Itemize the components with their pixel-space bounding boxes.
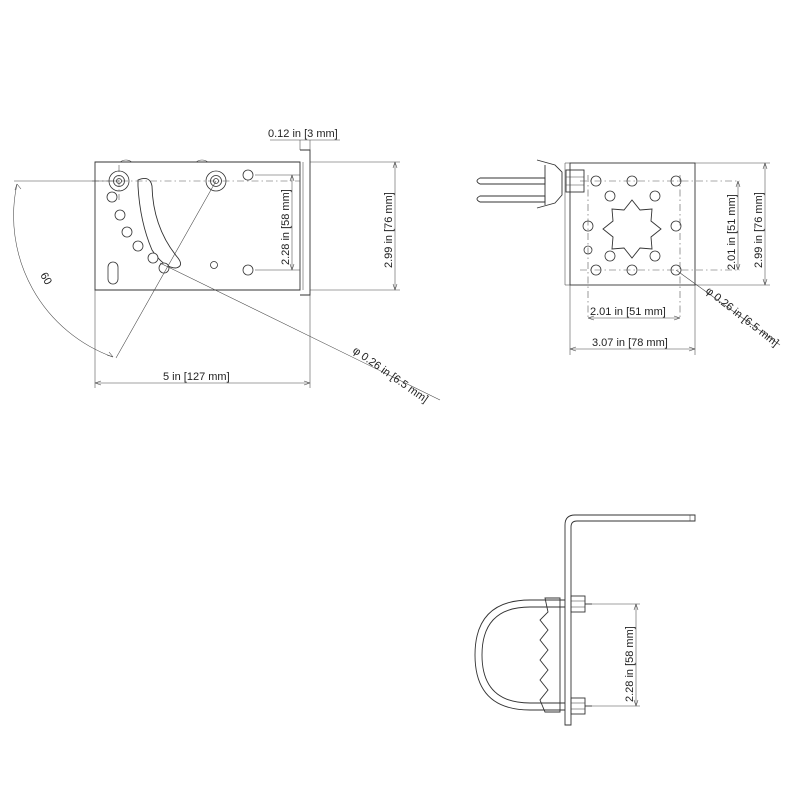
clamp-view: 2.28 in [58 mm] bbox=[474, 514, 696, 726]
bolt-bottom bbox=[570, 697, 592, 715]
dim-height: 2.99 in [76 mm] bbox=[383, 192, 395, 268]
side-plate-outline bbox=[569, 162, 696, 286]
dim-thickness: 0.12 in [3 mm] bbox=[268, 128, 338, 140]
small-hole-lower bbox=[210, 261, 218, 269]
dim-hole-spacing: 2.28 in [58 mm] bbox=[280, 189, 292, 265]
clamp-saddle bbox=[539, 597, 561, 713]
star-cutout bbox=[602, 199, 662, 259]
dim-angle: 60 bbox=[37, 271, 54, 288]
dim-width: 5 in [127 mm] bbox=[163, 371, 230, 383]
u-bolt bbox=[474, 599, 565, 711]
dim-hole-spacing-v: 2.01 in [51 mm] bbox=[726, 194, 738, 270]
dim-hole-diameter: φ 0.26 in [6.5 mm] bbox=[350, 345, 430, 406]
u-bolt-arm bbox=[476, 177, 546, 185]
bolt-top bbox=[570, 595, 592, 613]
plate-top-notches bbox=[119, 159, 209, 163]
mount-hole-bottom bbox=[242, 264, 254, 276]
mount-hole-top bbox=[242, 169, 254, 181]
bracket-plate-outline bbox=[94, 161, 301, 291]
dim-side-hole-diameter: φ 0.26 in [6.5 mm] bbox=[703, 285, 781, 349]
indexing-holes bbox=[106, 191, 170, 274]
side-view: 2.01 in [51 mm] 2.99 in [76 mm] 2.01 in … bbox=[476, 159, 781, 355]
dim-side-width: 3.07 in [78 mm] bbox=[592, 337, 668, 349]
diameter-leader-2 bbox=[675, 269, 781, 346]
angle-arc bbox=[13, 183, 114, 358]
diameter-leader-1 bbox=[159, 262, 441, 401]
angle-leg-diagonal bbox=[115, 180, 217, 359]
front-view: 0.12 in [3 mm] 2.28 in [58 mm] 2.99 in [… bbox=[13, 128, 441, 406]
dim-hole-spacing-h: 2.01 in [51 mm] bbox=[590, 306, 666, 318]
l-bracket bbox=[564, 514, 696, 726]
side-slot bbox=[107, 261, 119, 285]
clamp-jaw bbox=[536, 159, 563, 209]
arc-slot bbox=[137, 178, 181, 269]
dim-side-height: 2.99 in [76 mm] bbox=[753, 192, 765, 268]
dim-clamp-spacing: 2.28 in [58 mm] bbox=[624, 626, 636, 702]
plate-holes bbox=[582, 175, 682, 276]
plate-flange bbox=[300, 149, 311, 296]
